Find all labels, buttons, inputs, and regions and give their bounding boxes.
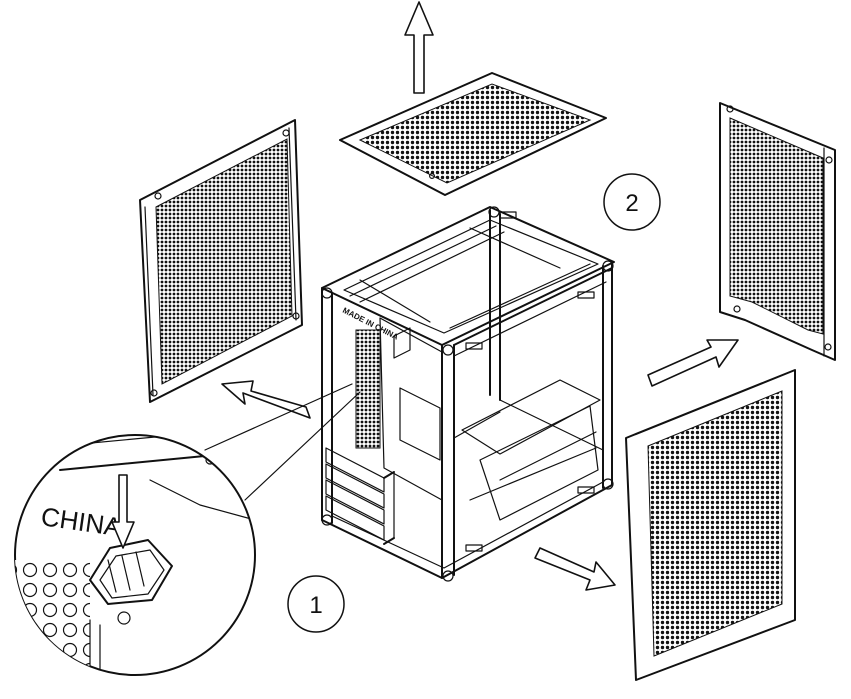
front-mesh-panel (625, 369, 796, 681)
top-mesh-panel (339, 72, 607, 196)
arrow-right-up-icon (647, 339, 739, 387)
callout-step-2: 2 (603, 173, 661, 231)
arrow-up-icon (404, 1, 434, 94)
detail-magnifier: CHINA (14, 434, 256, 676)
arrow-left-icon (221, 380, 311, 419)
callout-step-1: 1 (287, 575, 345, 633)
arrow-down-icon (111, 474, 135, 549)
right-rear-mesh-panel (719, 102, 836, 361)
detail-leader-lines (204, 383, 361, 501)
case-chassis: MADE IN CHINA (321, 206, 615, 582)
callout-step-1-label: 1 (309, 592, 322, 619)
callout-step-2-label: 2 (625, 190, 638, 217)
arrow-right-down-icon (534, 547, 616, 591)
left-side-mesh-panel (139, 119, 303, 403)
